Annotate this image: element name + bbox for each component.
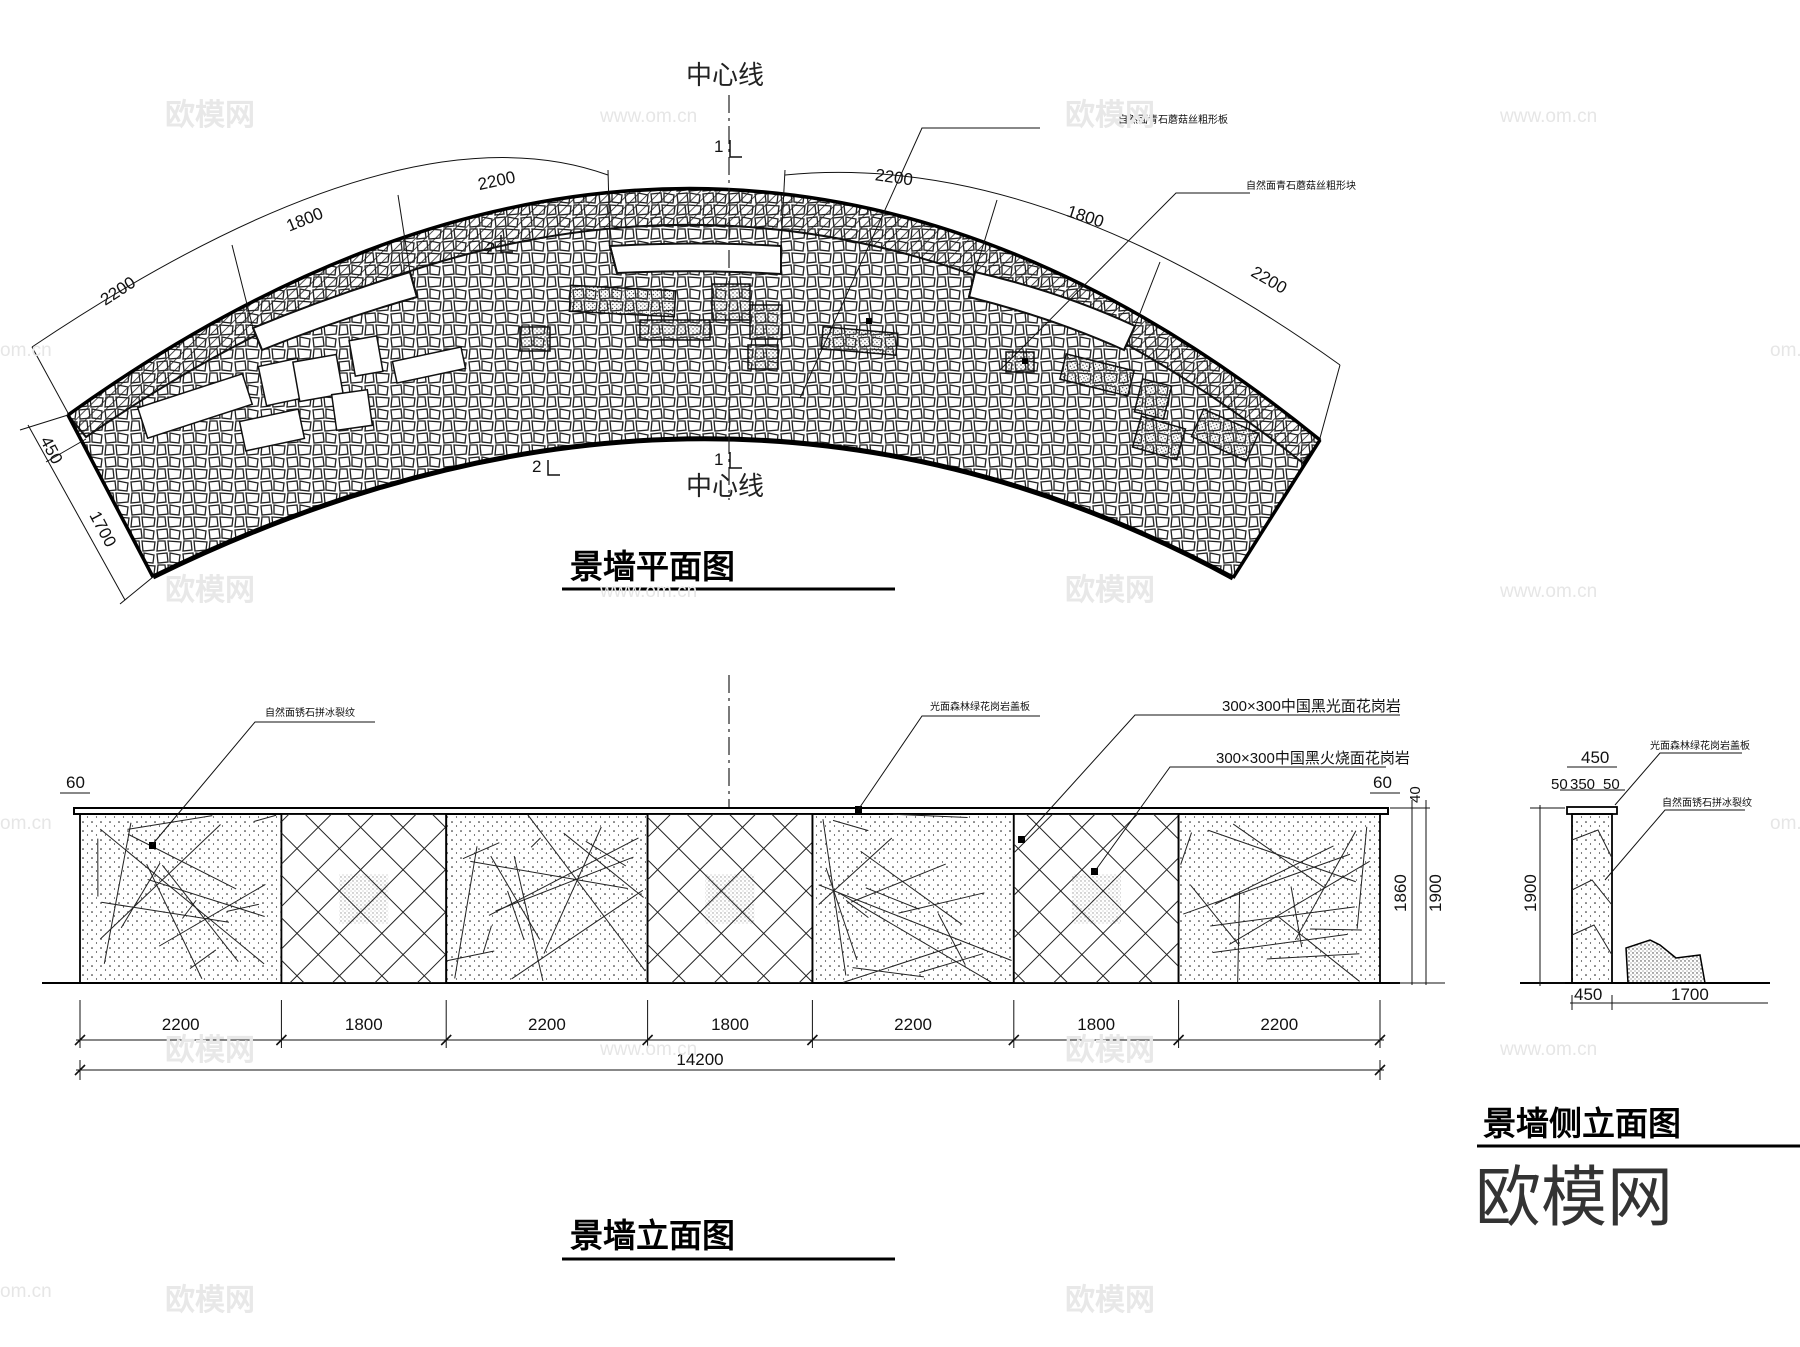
wall-panels bbox=[79, 813, 1381, 984]
side-title: 景墙侧立面图 bbox=[1483, 1104, 1681, 1143]
section-markers bbox=[500, 140, 742, 476]
plan-dim-4: 2200 bbox=[874, 165, 914, 189]
watermark-brand: 欧模网 bbox=[165, 1033, 255, 1068]
front-elevation: 自然面锈石拼冰裂纹 光面森林绿花岗岩盖板 300×300中国黑光面花岗岩 300… bbox=[42, 675, 1445, 1261]
elev-note-2: 光面森林绿花岗岩盖板 bbox=[930, 700, 1030, 713]
elev-dim-1900: 1900 bbox=[1426, 874, 1445, 912]
watermark-url: www.om.cn bbox=[1499, 581, 1597, 602]
side-note-1: 光面森林绿花岗岩盖板 bbox=[1650, 739, 1750, 752]
side-dim-50a: 50 bbox=[1551, 776, 1568, 793]
watermark-brand: 欧模网 bbox=[1065, 1033, 1155, 1068]
section-mark-2-top: 2 bbox=[486, 239, 495, 258]
elevation-leaders bbox=[151, 714, 1400, 872]
plan-note-1: 自然面青石蘑菇丝粗形板 bbox=[1118, 113, 1228, 126]
plan-dim-2: 1800 bbox=[284, 204, 326, 236]
panel-ice-crack bbox=[1177, 813, 1381, 984]
panel-granite-diamond bbox=[280, 813, 448, 984]
side-dim-450-top: 450 bbox=[1581, 748, 1609, 767]
watermark-url: www.om.cn bbox=[599, 1039, 697, 1060]
watermark-brand: 欧模网 bbox=[1065, 573, 1155, 608]
panel-dim: 1800 bbox=[345, 1015, 383, 1034]
watermark-url: www.om.cn bbox=[599, 106, 697, 127]
watermark-url-short: om.cn bbox=[0, 1281, 52, 1302]
coping-slab bbox=[73, 807, 1389, 815]
plan-dividers bbox=[252, 245, 1136, 351]
plan-note-2: 自然面青石蘑菇丝粗形块 bbox=[1246, 179, 1356, 192]
elev-bottom-dims: 2200 1800 2200 1800 2200 1800 2200 bbox=[74, 1000, 1386, 1080]
elev-total-dim: 14200 bbox=[676, 1050, 723, 1069]
side-elevation: 450 50 350 50 1900 450 1700 光面森林绿花岗岩盖板 自… bbox=[1475, 739, 1800, 1236]
elev-dim-60-right: 60 bbox=[1373, 773, 1392, 792]
centerline-label-top: 中心线 bbox=[686, 61, 764, 91]
plan-title: 景墙平面图 bbox=[570, 547, 735, 586]
panel-granite-diamond bbox=[646, 813, 814, 984]
side-dim-450-bottom: 450 bbox=[1574, 985, 1602, 1004]
section-mark-2-bottom: 2 bbox=[532, 457, 541, 476]
watermark-url: www.om.cn bbox=[599, 581, 697, 602]
side-note-2: 自然面锈石拼冰裂纹 bbox=[1662, 796, 1752, 809]
panel-dim: 2200 bbox=[894, 1015, 932, 1034]
elev-dim-1860: 1860 bbox=[1391, 874, 1410, 912]
plan-dim-5: 1800 bbox=[1064, 202, 1106, 232]
watermark-url-short: om.cn bbox=[0, 340, 52, 361]
panel-granite-diamond bbox=[1012, 813, 1180, 984]
plan-depth-450: 450 bbox=[36, 433, 66, 467]
watermark-url-short: om.cn bbox=[0, 813, 52, 834]
elevation-title: 景墙立面图 bbox=[570, 1216, 735, 1255]
plan-depth-dimline bbox=[19, 414, 154, 605]
side-dimlines bbox=[1530, 752, 1768, 1010]
panel-dim: 2200 bbox=[528, 1015, 566, 1034]
panel-dim: 1800 bbox=[711, 1015, 749, 1034]
side-dim-1700: 1700 bbox=[1671, 985, 1709, 1004]
elev-note-4: 300×300中国黑火烧面花岗岩 bbox=[1216, 750, 1410, 767]
plan-arc-dimensions bbox=[31, 157, 1341, 439]
watermark-brand: 欧模网 bbox=[165, 98, 255, 133]
panel-ice-crack bbox=[445, 813, 649, 984]
section-mark-1-top: 1 bbox=[714, 137, 723, 156]
elev-right-dimlines bbox=[1390, 800, 1445, 985]
elev-dim-60-left: 60 bbox=[66, 773, 85, 792]
watermark-brand: 欧模网 bbox=[1065, 1283, 1155, 1318]
plan-inner-edge bbox=[151, 436, 1235, 581]
panel-dim: 2200 bbox=[162, 1015, 200, 1034]
watermark-url-short: om.cn bbox=[1770, 340, 1800, 361]
plan-feature-stones bbox=[136, 283, 1260, 462]
side-wall-body bbox=[1571, 813, 1613, 984]
watermark-brand: 欧模网 bbox=[165, 1283, 255, 1318]
plan-depth-1700: 1700 bbox=[85, 508, 120, 550]
section-mark-1-bottom: 1 bbox=[714, 450, 723, 469]
plan-dim-6: 2200 bbox=[1248, 262, 1290, 297]
side-dim-50b: 50 bbox=[1603, 776, 1620, 793]
plan-dim-3: 2200 bbox=[476, 168, 517, 194]
side-dim-1900: 1900 bbox=[1521, 874, 1540, 912]
plan-dim-1: 2200 bbox=[97, 273, 139, 310]
side-dim-350: 350 bbox=[1570, 776, 1595, 793]
panel-dim: 2200 bbox=[1260, 1015, 1298, 1034]
panel-ice-crack bbox=[79, 813, 283, 984]
panel-ice-crack bbox=[811, 813, 1015, 984]
watermark-brand: 欧模网 bbox=[165, 573, 255, 608]
watermark-url: www.om.cn bbox=[1499, 106, 1597, 127]
elev-note-1: 自然面锈石拼冰裂纹 bbox=[265, 706, 355, 719]
brand-logo: 欧模网 bbox=[1475, 1159, 1673, 1236]
watermark-url: www.om.cn bbox=[1499, 1039, 1597, 1060]
watermark-brand: 欧模网 bbox=[1065, 98, 1155, 133]
centerline-label-bottom: 中心线 bbox=[686, 472, 764, 502]
panel-dim: 1800 bbox=[1077, 1015, 1115, 1034]
plan-view: 中心线 中心线 1 2 2 1 2200 1800 2200 220 bbox=[19, 61, 1356, 605]
elev-note-3: 300×300中国黑光面花岗岩 bbox=[1222, 698, 1401, 715]
elev-dim-40: 40 bbox=[1407, 786, 1424, 803]
plan-leaders bbox=[799, 127, 1250, 399]
side-rock-base bbox=[1625, 939, 1706, 984]
watermark-url-short: om.cn bbox=[1770, 813, 1800, 834]
